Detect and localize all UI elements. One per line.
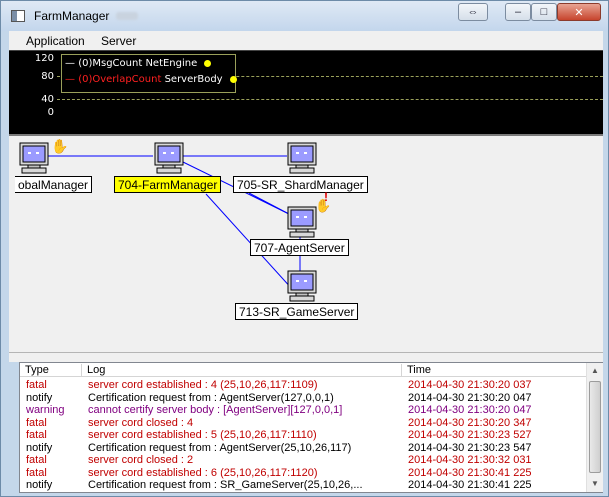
log-cell-log: cannot certify server body : [AgentServe…: [88, 404, 343, 416]
graph-gridline: [57, 99, 603, 100]
alert-icon: !: [324, 190, 328, 204]
server-monitor-icon[interactable]: [287, 270, 317, 302]
log-row[interactable]: fatal server cord closed : 2 2014-04-30 21…: [20, 454, 586, 466]
log-cell-time: 2014-04-30 21:30:20 347: [408, 416, 532, 429]
log-cell-log: server cord closed : 4: [88, 416, 194, 429]
node-farm-manager[interactable]: 704-FarmManager: [114, 176, 222, 193]
log-cell-type: fatal: [26, 429, 47, 441]
log-cell-log: server cord established : 5 (25,10,26,11…: [88, 429, 317, 441]
log-cell-time: 2014-04-30 21:30:23 547: [408, 441, 532, 454]
close-icon: ✕: [574, 6, 584, 19]
y-axis-label: 80: [41, 71, 54, 82]
scroll-down-icon[interactable]: ▼: [591, 479, 599, 488]
log-cell-log: server cord established : 6 (25,10,26,11…: [88, 466, 318, 479]
log-cell-type: fatal: [26, 466, 47, 479]
log-cell-type: warning: [26, 404, 65, 416]
server-monitor-icon[interactable]: [287, 206, 317, 238]
y-axis-label: 0: [47, 107, 54, 118]
node-shard-manager[interactable]: 705-SR_ShardManager: [233, 176, 368, 193]
log-cell-log: Certification request from : SR_GameServ…: [88, 479, 363, 491]
log-row[interactable]: notify Certification request from : Agent…: [20, 442, 586, 454]
log-scrollbar[interactable]: ▲ ▼: [586, 363, 603, 492]
legend-series-label: — (0)OverlapCount: [65, 74, 162, 85]
window-title: FarmManager: [34, 9, 110, 23]
log-cell-type: fatal: [26, 416, 47, 429]
minimize-icon: –: [514, 6, 522, 18]
legend-marker-icon: [204, 59, 212, 67]
y-axis-label: 120: [34, 53, 54, 64]
log-cell-type: notify: [26, 479, 53, 491]
log-cell-type: fatal: [26, 454, 47, 466]
log-row[interactable]: notify Certification request from : Agent…: [20, 392, 586, 404]
log-header: Type Log Time: [20, 363, 586, 377]
log-cell-type: notify: [26, 441, 53, 454]
log-rows: fatal server cord established : 4 (25,10,…: [20, 378, 586, 492]
maximize-icon: □: [540, 6, 548, 18]
graph-legend: — (0)MsgCount NetEngine — (0)OverlapCoun…: [61, 54, 237, 93]
scroll-up-icon[interactable]: ▲: [591, 366, 599, 375]
node-game-server[interactable]: 713-SR_GameServer: [235, 303, 359, 320]
column-header-type[interactable]: Type: [20, 364, 82, 377]
legend-marker-icon: [229, 75, 237, 83]
column-header-log[interactable]: Log: [82, 364, 402, 377]
log-cell-log: server cord closed : 2: [88, 454, 194, 466]
hand-cursor-icon: ✋: [315, 198, 332, 213]
log-cell-log: Certification request from : AgentServer…: [88, 441, 352, 454]
log-row[interactable]: fatal server cord established : 5 (25,10,…: [20, 429, 586, 441]
legend-row-overlapcount: — (0)OverlapCount ServerBody: [65, 74, 237, 85]
server-monitor-icon[interactable]: [154, 142, 184, 174]
log-cell-time: 2014-04-30 21:30:20 047: [408, 391, 532, 404]
menu-application[interactable]: Application: [26, 34, 85, 48]
log-cell-time: 2014-04-30 21:30:32 031: [408, 454, 532, 466]
log-cell-log: server cord established : 4 (25,10,26,11…: [88, 379, 318, 391]
hand-cursor-icon: ✋: [51, 138, 69, 154]
log-row[interactable]: warning cannot certify server body : [Age…: [20, 404, 586, 416]
server-topology-view[interactable]: ✋ obalManager 704-FarmManager 705-SR_Sha…: [9, 134, 603, 352]
log-cell-log: Certification request from : AgentServer…: [88, 391, 334, 404]
log-panel: Type Log Time fatal server cord establish…: [19, 362, 603, 493]
log-cell-type: fatal: [26, 379, 47, 391]
legend-row-msgcount: — (0)MsgCount NetEngine: [65, 58, 212, 69]
log-row[interactable]: fatal server cord closed : 4 2014-04-30 21…: [20, 417, 586, 429]
topology-links: [23, 155, 301, 291]
maximize-button[interactable]: □: [531, 3, 557, 21]
metrics-graph: 120 80 40 0 — (0)MsgCount NetEngine — (0…: [9, 50, 603, 134]
log-cell-type: notify: [26, 391, 53, 404]
swap-button[interactable]: ⇔: [458, 3, 488, 21]
node-global-manager[interactable]: obalManager: [15, 176, 93, 193]
log-cell-time: 2014-04-30 21:30:20 047: [408, 404, 532, 416]
log-row[interactable]: fatal server cord established : 6 (25,10,…: [20, 467, 586, 479]
close-button[interactable]: ✕: [557, 3, 601, 21]
server-monitor-icon[interactable]: [287, 142, 317, 174]
legend-server-label: NetEngine: [145, 58, 198, 69]
graph-gridline: [57, 76, 603, 77]
link-shard-agent: [248, 192, 290, 215]
log-cell-time: 2014-04-30 21:30:41 225: [408, 479, 532, 491]
menu-server[interactable]: Server: [101, 34, 137, 48]
title-bar[interactable]: FarmManager ⇔ – □ ✕: [1, 1, 608, 31]
legend-server-label: ServerBody: [164, 74, 223, 85]
app-window-icon: [11, 10, 25, 22]
minimize-button[interactable]: –: [505, 3, 531, 21]
node-agent-server[interactable]: 707-AgentServer: [250, 239, 349, 256]
log-row[interactable]: notify Certification request from : SR_Ga…: [20, 479, 586, 491]
legend-series-label: — (0)MsgCount: [65, 58, 143, 69]
log-cell-time: 2014-04-30 21:30:41 225: [408, 466, 532, 479]
link-farm-game: [205, 193, 294, 291]
log-row[interactable]: fatal server cord established : 4 (25,10,…: [20, 379, 586, 391]
scroll-thumb[interactable]: [589, 381, 601, 473]
server-monitor-icon[interactable]: [19, 142, 49, 174]
y-axis-label: 40: [41, 94, 54, 105]
log-cell-time: 2014-04-30 21:30:23 527: [408, 429, 532, 441]
swap-arrows-icon: ⇔: [467, 6, 479, 18]
log-cell-time: 2014-04-30 21:30:20 037: [408, 379, 532, 391]
panel-splitter[interactable]: [9, 352, 603, 362]
title-blurred-suffix: [116, 12, 138, 20]
column-header-time[interactable]: Time: [407, 364, 432, 376]
menu-bar: Application Server: [9, 31, 603, 50]
